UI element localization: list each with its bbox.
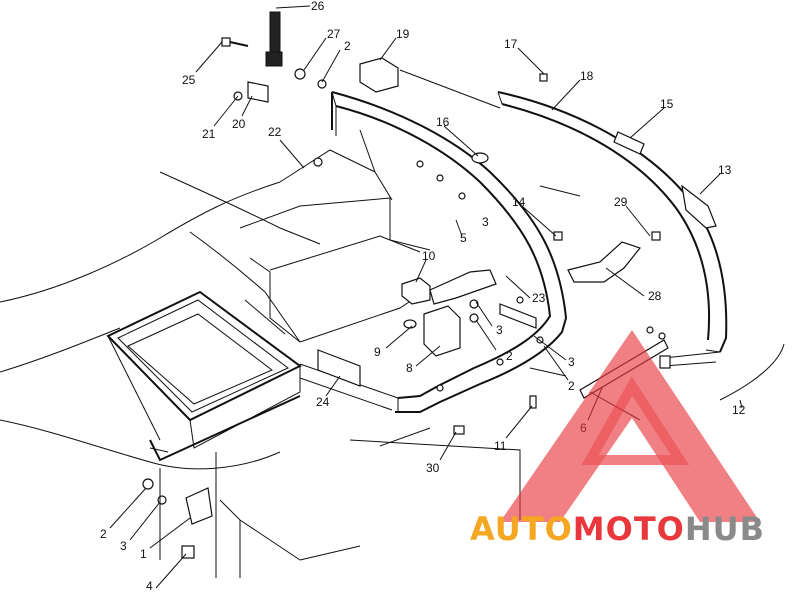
callout-25: 25 — [182, 73, 196, 87]
callout-labels: 26 27 2 19 17 18 25 21 20 22 16 15 13 3 … — [100, 0, 746, 592]
bolt-29-part — [651, 231, 661, 241]
latch-part — [401, 277, 431, 305]
bracket-13-part — [681, 184, 717, 229]
bracket-part — [359, 57, 399, 93]
screw-17-part — [539, 73, 548, 82]
callout-3: 3 — [482, 215, 489, 229]
callout-3d: 3 — [120, 539, 127, 553]
bolt-part — [221, 37, 249, 47]
pin-part — [529, 395, 537, 409]
callout-2c: 2 — [568, 379, 575, 393]
washer-9-part — [403, 319, 417, 329]
callout-12: 12 — [732, 403, 746, 417]
callout-2d: 2 — [100, 527, 107, 541]
callout-15: 15 — [660, 97, 674, 111]
bracket-23-part — [499, 303, 537, 329]
callout-3c: 3 — [568, 355, 575, 369]
brand-auto: AUTO — [470, 510, 573, 548]
callout-2b: 2 — [506, 349, 513, 363]
callout-27: 27 — [327, 27, 341, 41]
callout-9: 9 — [374, 345, 381, 359]
watermark-brand: AUTOMOTOHUB — [470, 510, 765, 548]
nut-6-part — [646, 326, 654, 334]
callout-3b: 3 — [496, 323, 503, 337]
callout-1: 1 — [140, 547, 147, 561]
screw-part — [313, 157, 323, 167]
callout-22: 22 — [268, 125, 282, 139]
brand-hub: HUB — [685, 510, 765, 548]
latch-arm-part — [429, 269, 497, 305]
bolt-30-part — [453, 425, 465, 435]
callout-20: 20 — [232, 117, 246, 131]
bumper-stop-part — [265, 11, 283, 67]
callout-24: 24 — [316, 395, 330, 409]
plate-15-part — [613, 131, 645, 155]
hinge-part — [185, 487, 213, 525]
grommet-part — [471, 152, 489, 164]
callout-14: 14 — [512, 195, 526, 209]
hood-body-outline — [0, 129, 431, 470]
callout-5: 5 — [460, 231, 467, 245]
brand-moto: MOTO — [573, 510, 685, 548]
callout-18: 18 — [580, 69, 594, 83]
washer-part — [294, 68, 306, 80]
callout-30: 30 — [426, 461, 440, 475]
callout-10: 10 — [422, 249, 436, 263]
callout-13: 13 — [718, 163, 732, 177]
watermark: AUTOMOTOHUB — [470, 330, 765, 548]
mount-bracket-part — [567, 241, 642, 283]
callout-8: 8 — [406, 361, 413, 375]
callout-16: 16 — [436, 115, 450, 129]
callout-26: 26 — [311, 0, 325, 13]
hood-scoop — [106, 290, 302, 449]
nut-part — [317, 79, 327, 89]
strap-part — [317, 349, 361, 387]
callout-2: 2 — [344, 39, 351, 53]
callout-29: 29 — [614, 195, 628, 209]
callout-21: 21 — [202, 127, 216, 141]
plate-part — [247, 81, 269, 103]
bolt-14-part — [553, 231, 563, 241]
callout-19: 19 — [396, 27, 410, 41]
callout-4: 4 — [146, 579, 153, 592]
callout-28: 28 — [648, 289, 662, 303]
callout-17: 17 — [504, 37, 518, 51]
nut-2-part — [142, 478, 154, 490]
nut-6b-part — [658, 332, 666, 340]
latch-box-part — [423, 305, 461, 357]
warning-triangle-logo — [500, 330, 760, 522]
callout-23: 23 — [532, 291, 546, 305]
callout-11: 11 — [494, 439, 507, 453]
